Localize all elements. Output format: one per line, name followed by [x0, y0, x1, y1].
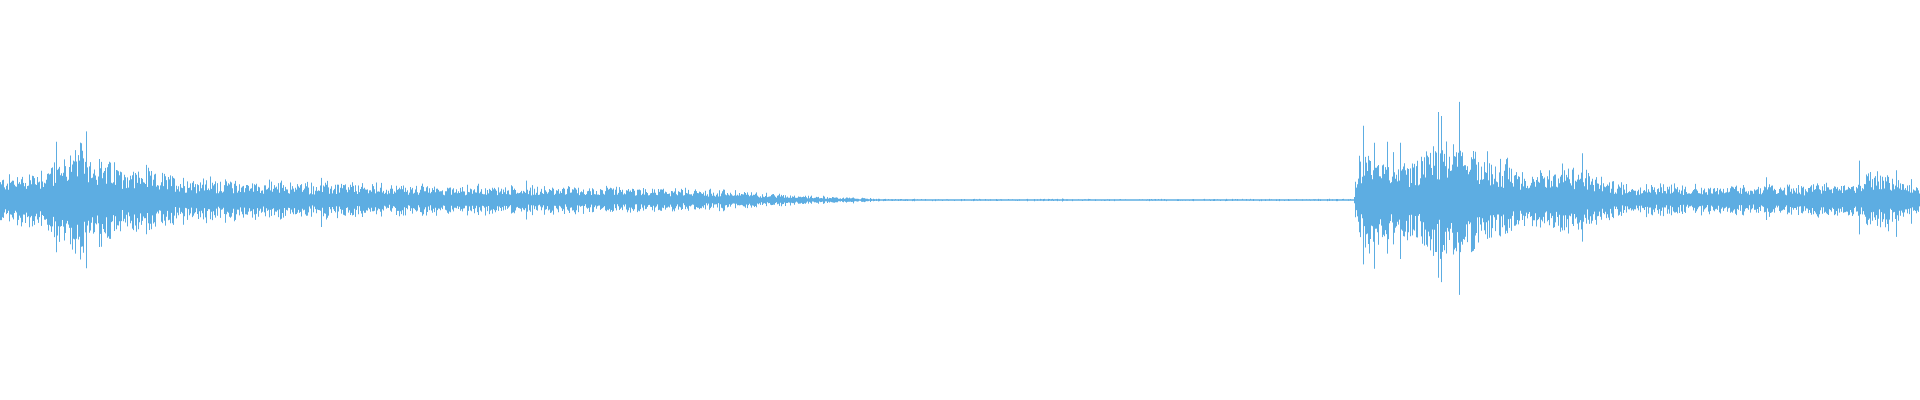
- waveform-bars: [0, 101, 1920, 295]
- waveform-path: [0, 101, 1920, 295]
